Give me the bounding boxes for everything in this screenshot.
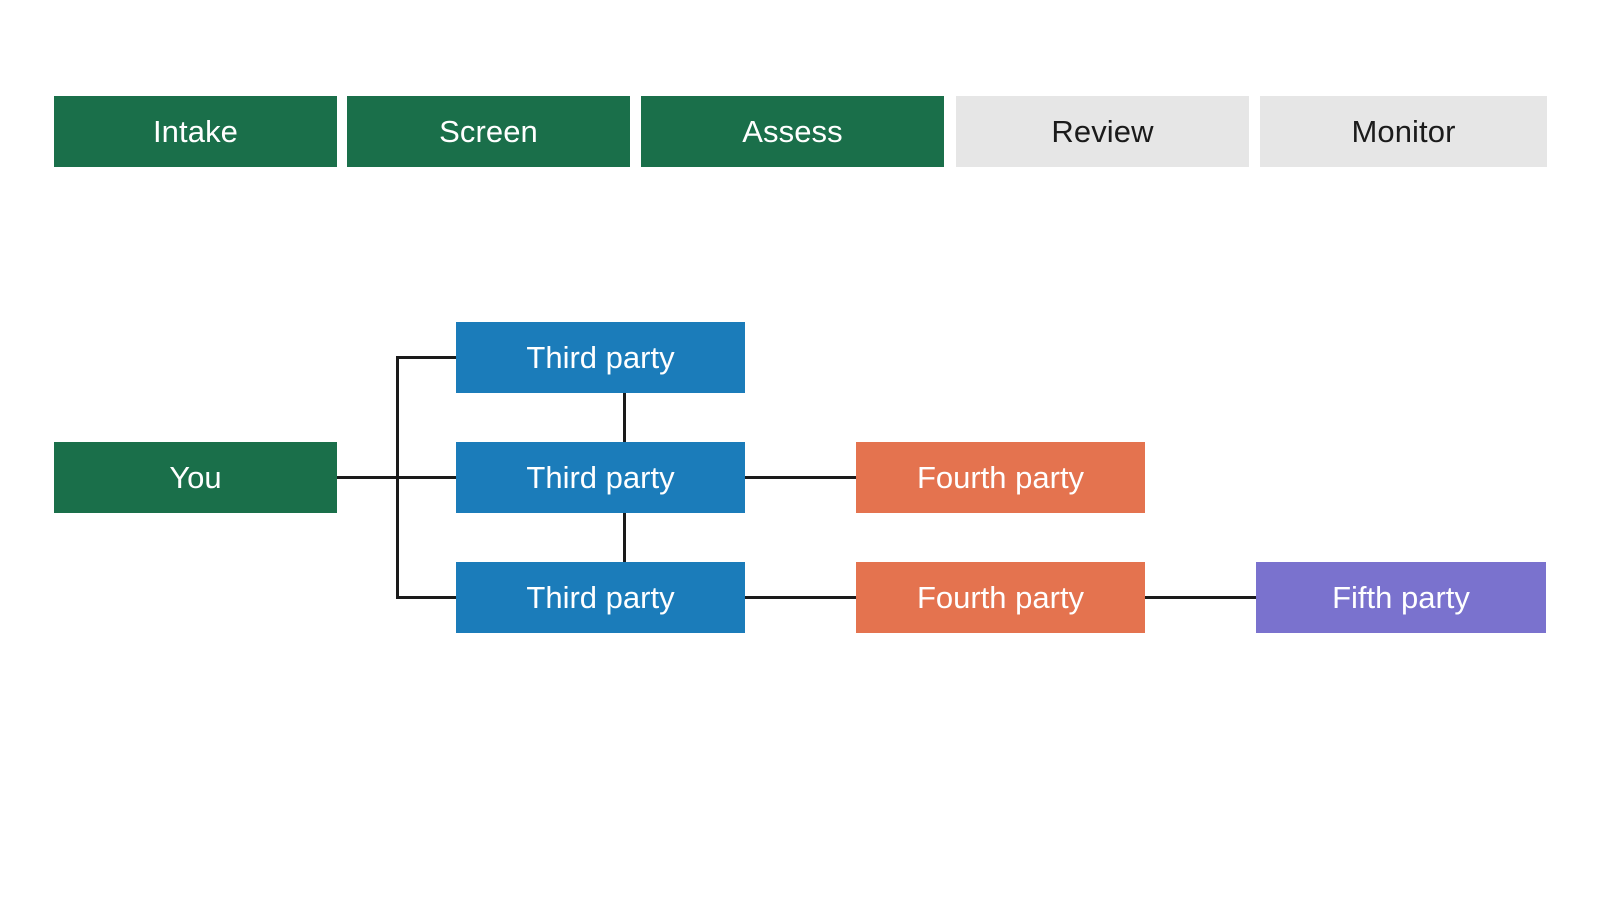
phase-tab-screen[interactable]: Screen — [347, 96, 630, 167]
edge-you-to-trunk — [337, 476, 399, 479]
node-you-label: You — [169, 460, 222, 495]
phase-tab-intake[interactable]: Intake — [54, 96, 337, 167]
node-fourth-party-2-label: Fourth party — [916, 580, 1085, 615]
node-you[interactable]: You — [54, 442, 337, 513]
edge-trunk-to-third-party-1 — [396, 356, 458, 359]
edge-third-party-2-to-third-party-3 — [623, 512, 626, 564]
node-third-party-3-label: Third party — [526, 580, 675, 615]
phase-tab-monitor-label: Monitor — [1351, 114, 1456, 149]
edge-trunk-to-third-party-3 — [396, 596, 458, 599]
node-fifth-party-1-label: Fifth party — [1332, 580, 1470, 615]
edge-fourth-party-2-to-fifth-party-1 — [1145, 596, 1258, 599]
phase-tab-assess[interactable]: Assess — [641, 96, 944, 167]
node-third-party-1[interactable]: Third party — [456, 322, 745, 393]
node-third-party-1-label: Third party — [526, 340, 675, 375]
phase-tab-review-label: Review — [1051, 114, 1154, 149]
node-third-party-2-label: Third party — [526, 460, 675, 495]
node-fifth-party-1[interactable]: Fifth party — [1256, 562, 1546, 633]
node-fourth-party-1-label: Fourth party — [916, 460, 1085, 495]
node-fourth-party-1[interactable]: Fourth party — [856, 442, 1145, 513]
node-third-party-3[interactable]: Third party — [456, 562, 745, 633]
edge-trunk-to-third-party-2 — [396, 476, 458, 479]
edge-third-party-2-to-fourth-party-1 — [745, 476, 858, 479]
phase-tab-assess-label: Assess — [742, 114, 843, 149]
edge-third-party-1-to-third-party-2 — [623, 392, 626, 444]
phase-bar: Intake Screen Assess Review Monitor — [54, 96, 1547, 167]
edge-third-party-3-to-fourth-party-2 — [745, 596, 858, 599]
phase-tab-screen-label: Screen — [439, 114, 538, 149]
node-fourth-party-2[interactable]: Fourth party — [856, 562, 1145, 633]
phase-tab-monitor[interactable]: Monitor — [1260, 96, 1547, 167]
phase-tab-intake-label: Intake — [152, 114, 239, 149]
phase-tab-review[interactable]: Review — [956, 96, 1249, 167]
node-third-party-2[interactable]: Third party — [456, 442, 745, 513]
